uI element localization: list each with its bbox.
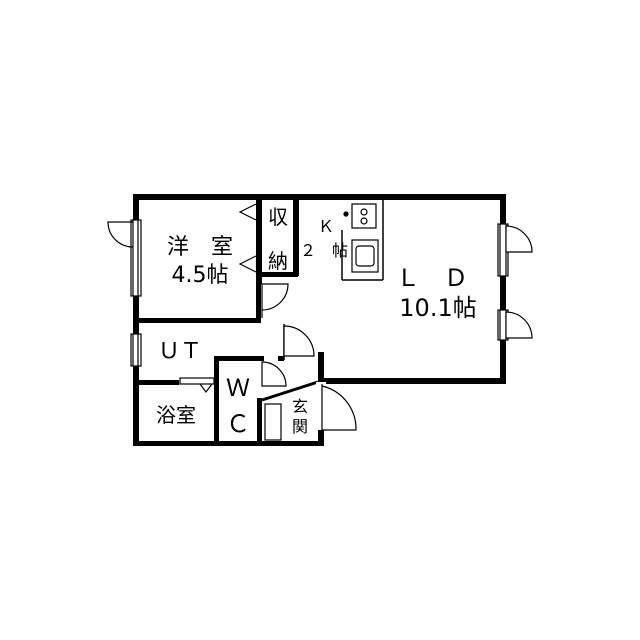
entrance-label-1: 玄	[292, 397, 308, 416]
wall-top	[133, 194, 506, 200]
wall-entrance-right	[318, 352, 324, 382]
wall-entrance-right-lower	[318, 430, 324, 446]
wall-right-upper	[500, 194, 506, 224]
wall-storage-left	[256, 196, 262, 322]
entrance-step	[261, 380, 319, 402]
kitchen-label-1: Ｋ	[318, 217, 334, 236]
wall-ut-right	[278, 356, 284, 361]
walls	[133, 194, 506, 446]
wall-wc-right	[257, 398, 262, 444]
storage-label-2: 納	[268, 249, 288, 273]
wc-label-1: Ｗ	[226, 374, 250, 402]
western-room-label-1: 洋 室	[167, 235, 233, 260]
storage-label-1: 収	[268, 205, 288, 229]
ld-label-1: Ｌ Ｄ	[396, 264, 468, 292]
shoe-closet	[264, 403, 282, 441]
wall-left-ut-bottom	[133, 366, 139, 446]
stove-burner-icon	[360, 208, 368, 216]
entrance-label-2: 関	[292, 417, 308, 436]
ut-label: ＵＴ	[158, 339, 202, 364]
closet-door-upper	[238, 203, 257, 221]
bathroom-label: 浴室	[156, 403, 196, 427]
kitchen-label-2: ２ 帖	[300, 241, 348, 260]
ut-door	[283, 325, 315, 357]
entrance-door	[316, 382, 357, 431]
wall-right-mid	[500, 276, 506, 310]
wall-wc-top	[214, 356, 264, 361]
wall-bath-top	[133, 380, 179, 385]
wall-western-bottom	[133, 318, 261, 323]
fridge-icon	[343, 211, 349, 217]
western-room-door	[261, 283, 289, 324]
stove-burner-icon-2	[360, 217, 368, 225]
wall-right-lower	[500, 340, 506, 384]
wall-ld-bottom	[318, 378, 506, 384]
closet-door-lower	[238, 255, 257, 273]
sink-basin	[355, 245, 375, 267]
doors	[107, 203, 533, 441]
ld-label-2: 10.1帖	[399, 294, 476, 322]
ut-window	[130, 333, 142, 367]
wall-left-upper	[133, 194, 139, 220]
room-labels: 洋 室 4.5帖 収 納 Ｋ ２ 帖 Ｌ Ｄ 10.1帖 ＵＴ 浴室 Ｗ Ｃ 玄…	[156, 205, 477, 438]
wall-storage-bottom	[256, 272, 298, 277]
wall-bottom	[133, 441, 324, 446]
kitchen-fixtures	[343, 203, 379, 273]
wc-label-2: Ｃ	[226, 410, 250, 438]
ld-right-door-lower	[497, 309, 533, 341]
western-left-door	[107, 219, 142, 297]
ld-right-door-upper	[497, 223, 533, 277]
bath-door	[179, 377, 215, 393]
western-room-label-2: 4.5帖	[172, 263, 229, 288]
wc-door	[261, 361, 287, 387]
wall-left-lower	[133, 296, 139, 334]
wall-wc-left	[214, 356, 219, 444]
wall-storage-right	[293, 196, 299, 276]
